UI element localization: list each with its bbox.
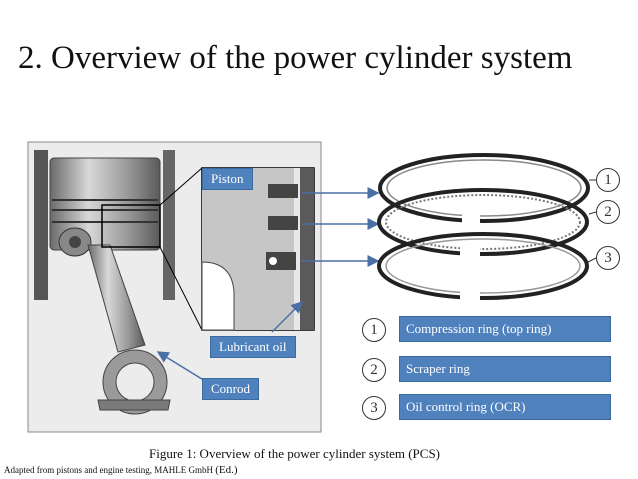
arrow-conrod [156, 351, 211, 385]
figure-caption: Figure 1: Overview of the power cylinder… [149, 446, 441, 461]
ring-number-3: 3 [596, 246, 620, 270]
oil-control-ring [377, 232, 589, 300]
ring-number-1: 1 [596, 168, 620, 192]
compression-ring [378, 153, 590, 224]
piston-assembly [49, 157, 161, 257]
ring-number-2: 2 [596, 200, 620, 224]
cylinder-wall-right [163, 150, 175, 300]
legend-number-2: 2 [362, 358, 386, 382]
source-ed: (Ed.) [215, 464, 238, 476]
legend-compression-ring: Compression ring (top ring) [399, 316, 611, 342]
cylinder-wall-left [34, 150, 48, 300]
legend-number-1: 1 [362, 318, 386, 342]
piston-label: Piston [202, 168, 253, 190]
conrod-shape [87, 244, 171, 415]
source-text: Adapted from pistons and engine testing,… [4, 465, 213, 475]
lubricant-oil-label: Lubricant oil [210, 336, 296, 358]
slide-title: 2. Overview of the power cylinder system [18, 40, 573, 76]
source-note: Adapted from pistons and engine testing,… [4, 464, 238, 476]
legend-number-3: 3 [362, 396, 386, 420]
scraper-ring [377, 188, 589, 256]
detail-marker-box [101, 204, 161, 248]
legend-scraper-ring: Scraper ring [399, 356, 611, 382]
arrow-lubricant-oil [271, 300, 304, 333]
ring-groove-detail [201, 167, 315, 331]
legend-oil-control-ring: Oil control ring (OCR) [399, 394, 611, 420]
conrod-label: Conrod [202, 378, 259, 400]
